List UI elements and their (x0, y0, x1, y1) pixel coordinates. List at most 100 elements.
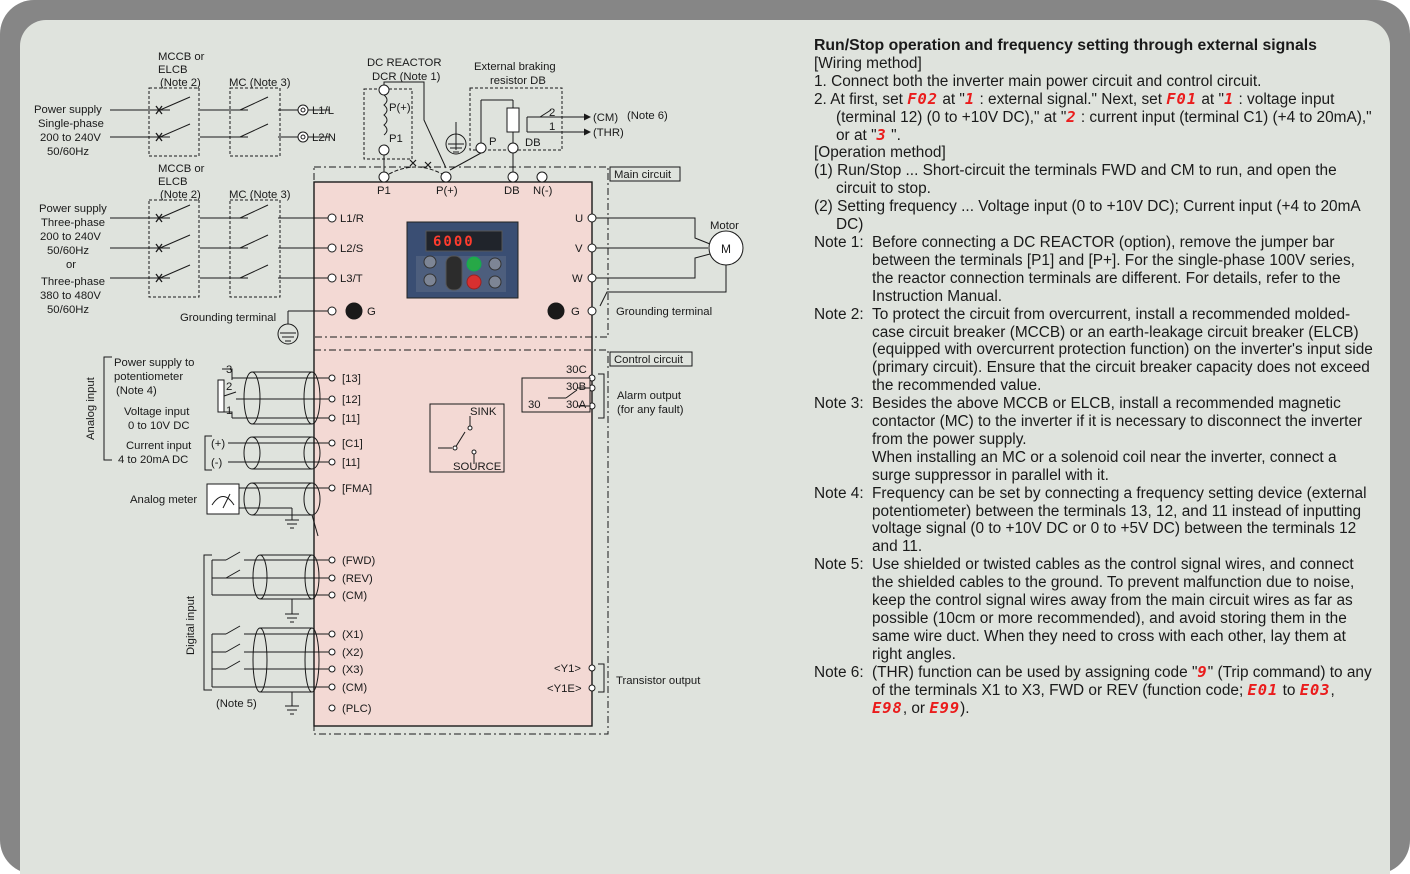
code-e01: E01 (1247, 680, 1279, 699)
control-circuit-label: Control circuit (614, 354, 684, 366)
minus-sign: (-) (211, 457, 223, 469)
tr-y1e: <Y1E> (547, 683, 582, 695)
note5-label: (Note 5) (216, 698, 257, 710)
relay-30a: 30A (566, 399, 587, 411)
analog-meter-label: Analog meter (130, 494, 197, 506)
mccb2-1: MCCB or (158, 163, 205, 175)
note-5: Note 5:Use shielded or twisted cables as… (814, 556, 1355, 663)
voltage-input-2: 0 to 10V DC (128, 420, 190, 432)
control-circuit-boundary (313, 349, 609, 735)
notes-panel: Run/Stop operation and frequency setting… (814, 37, 1374, 717)
motor-label: Motor (710, 220, 739, 232)
term-l2s: L2/S (340, 243, 364, 255)
current-input-1: Current input (126, 440, 192, 452)
operation-header: [Operation method] (814, 144, 946, 162)
mccb1-3: (Note 2) (160, 77, 201, 89)
code-1a: 1 (964, 89, 976, 108)
term-l2n: L2/N (312, 132, 336, 144)
db-2: 2 (549, 107, 555, 119)
dcr-1: DC REACTOR (367, 57, 441, 69)
dcr-2: DCR (Note 1) (372, 71, 441, 83)
motor-symbol: M (721, 242, 731, 256)
term-v: V (575, 243, 583, 255)
main-circuit-boundary (313, 166, 609, 338)
ps-single-1: Power supply (34, 104, 102, 116)
pot-3: 3 (226, 364, 232, 376)
mc1-label: MC (Note 3) (229, 77, 291, 89)
dt-plc: (PLC) (342, 703, 372, 715)
operation-2: (2) Setting frequency ... Voltage input … (814, 198, 1360, 234)
wiring-header: [Wiring method] (814, 54, 922, 72)
at-11a: [11] (342, 413, 360, 425)
operation-1: (1) Run/Stop ... Short-circuit the termi… (814, 162, 1337, 198)
pot-2: 2 (226, 381, 232, 393)
dt-rev: (REV) (342, 573, 373, 585)
ps-three-6: Three-phase (41, 276, 105, 288)
code-e98: E98 (872, 698, 903, 717)
ps-three-2: Three-phase (41, 217, 105, 229)
g-right: G (571, 306, 580, 318)
grounding-left: Grounding terminal (180, 312, 276, 324)
at-c1: [C1] (342, 438, 363, 450)
code-9: 9 (1197, 662, 1208, 681)
at-12: [12] (342, 394, 361, 406)
mccb2-2: ELCB (158, 176, 188, 188)
db-p: P (489, 136, 497, 148)
brake-2: resistor DB (490, 75, 546, 87)
analog-input-label: Analog input (85, 376, 97, 440)
term-w: W (572, 273, 583, 285)
ps-three-7: 380 to 480V (40, 290, 101, 302)
voltage-input-1: Voltage input (124, 406, 190, 418)
content-panel (20, 20, 1390, 874)
wiring-step-2: 2. At first, set F02 at "1 : external si… (814, 89, 1372, 144)
mc2-label: MC (Note 3) (229, 189, 291, 201)
alarm-output-1: Alarm output (617, 390, 682, 402)
term-l1l: L1/L (312, 105, 334, 117)
transistor-output: Transistor output (616, 675, 701, 687)
at-fma: [FMA] (342, 483, 372, 495)
pot-supply-2: potentiometer (114, 371, 183, 383)
ps-single-3: 200 to 240V (40, 132, 101, 144)
tr-y1: <Y1> (554, 663, 581, 675)
ps-three-1: Power supply (39, 203, 107, 215)
note-1: Note 1:Before connecting a DC REACTOR (o… (814, 233, 1355, 305)
dt-x3: (X3) (342, 664, 364, 676)
current-input-2: 4 to 20mA DC (118, 454, 188, 466)
at-13: [13] (342, 373, 361, 385)
at-11b: [11] (342, 457, 360, 469)
dc-p1: P1 (377, 185, 391, 197)
grounding-right: Grounding terminal (616, 306, 712, 318)
dc-pplus: P(+) (436, 185, 458, 197)
relay-30c: 30C (566, 364, 587, 376)
db-cm: (CM) (593, 112, 618, 124)
term-l1r: L1/R (340, 213, 364, 225)
dt-fwd: (FWD) (342, 555, 375, 567)
note-6: Note 6:(THR) function can be used by ass… (814, 662, 1372, 717)
code-2: 2 (1066, 107, 1077, 126)
ps-single-4: 50/60Hz (47, 146, 89, 158)
code-f01: F01 (1166, 89, 1198, 108)
dc-db: DB (504, 185, 520, 197)
keypad-display: 6000 (433, 234, 475, 250)
sink-label: SINK (470, 406, 497, 418)
brake-1: External braking (474, 61, 556, 73)
notes-title: Run/Stop operation and frequency setting… (814, 37, 1317, 54)
note-3: Note 3:Besides the above MCCB or ELCB, i… (814, 395, 1363, 484)
mccb1-2: ELCB (158, 64, 188, 76)
pot-supply-3: (Note 4) (116, 385, 157, 397)
pot-supply-1: Power supply to (114, 357, 194, 369)
code-1b: 1 (1223, 89, 1235, 108)
code-e99: E99 (929, 698, 961, 717)
reactor-pplus: P(+) (389, 102, 411, 114)
code-e03: E03 (1299, 680, 1331, 699)
ps-single-2: Single-phase (38, 118, 104, 130)
db-thr: (THR) (593, 127, 624, 139)
mccb1-1: MCCB or (158, 51, 205, 63)
plus-sign: (+) (211, 438, 225, 450)
term-u: U (575, 213, 583, 225)
relay-30b: 30B (566, 381, 586, 393)
wiring-step-1: 1. Connect both the inverter main power … (814, 72, 1262, 90)
relay-30: 30 (528, 399, 541, 411)
ps-three-4: 50/60Hz (47, 245, 89, 257)
